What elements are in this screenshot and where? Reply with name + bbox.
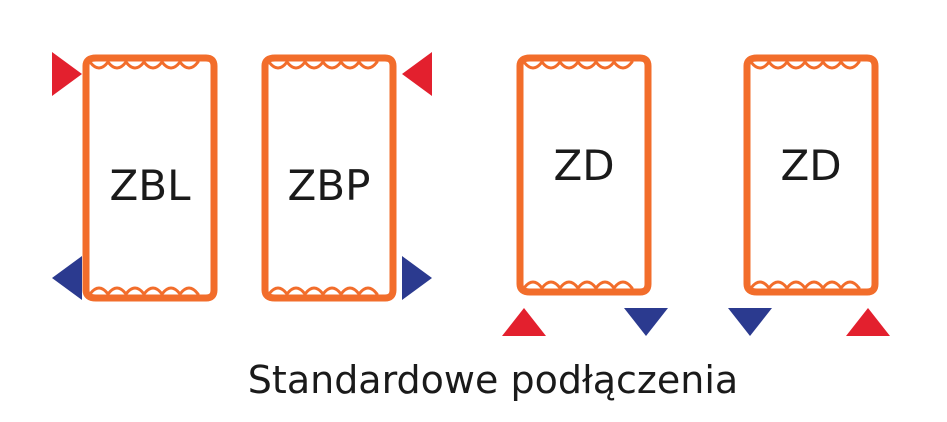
radiator-top-sections: [522, 59, 634, 70]
radiator-bottom-sections: [267, 286, 379, 297]
return-arrow-icon: [728, 308, 772, 336]
radiator-top-sections: [749, 59, 861, 70]
radiator-bottom-sections: [88, 286, 200, 297]
supply-arrow-icon: [402, 52, 432, 96]
radiator-label: ZD: [553, 141, 614, 190]
caption: Standardowe podłączenia: [248, 358, 738, 402]
return-arrow-icon: [402, 256, 432, 300]
supply-arrow-icon: [52, 52, 82, 96]
supply-arrow-icon: [502, 308, 546, 336]
return-arrow-icon: [624, 308, 668, 336]
radiator-body: [82, 54, 218, 302]
supply-arrow-icon: [846, 308, 890, 336]
radiator-top-sections: [88, 59, 200, 70]
radiator-body: [261, 54, 397, 302]
radiator-body: [743, 54, 879, 296]
radiator-bottom-sections: [522, 280, 634, 291]
radiator-bottom-sections: [749, 280, 861, 291]
return-arrow-icon: [52, 256, 82, 300]
radiator-label: ZBL: [110, 161, 192, 210]
radiator-zbp: ZBP: [261, 52, 432, 302]
radiator-label: ZD: [780, 141, 841, 190]
radiator-zbl: ZBL: [52, 52, 218, 302]
radiator-label: ZBP: [288, 161, 371, 210]
radiator-zd-1: ZD: [502, 54, 668, 336]
radiator-zd-2: ZD: [728, 54, 890, 336]
radiator-top-sections: [267, 59, 379, 70]
radiator-body: [516, 54, 652, 296]
